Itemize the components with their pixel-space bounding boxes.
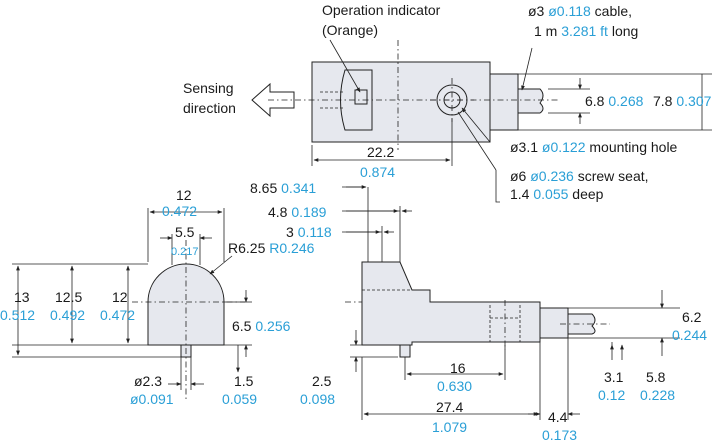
height-12-5-mm: 12.5 — [55, 289, 82, 305]
height-12-5-in: 0.492 — [50, 307, 85, 323]
pin-16-mm: 16 — [450, 360, 466, 376]
diameter-2-3-in: ø0.091 — [130, 391, 174, 407]
front-view: 12 0.472 5.5 0.217 R6.25 R0.246 13 0.512… — [0, 187, 315, 407]
top-cable-gland — [489, 73, 519, 131]
length-4-4-mm: 4.4 — [548, 409, 568, 425]
gland-3-1-mm: 3.1 — [604, 369, 624, 385]
length-22-2-mm: 22.2 — [367, 144, 394, 160]
sensing-label-2: direction — [183, 100, 236, 116]
height-12-in: 0.472 — [100, 307, 135, 323]
depth-1-5-in: 0.059 — [222, 391, 257, 407]
depth-1-5-mm: 1.5 — [234, 373, 254, 389]
top-view: Operation indicator (Orange) Sensing dir… — [183, 2, 712, 203]
length-4-4-in: 0.173 — [542, 427, 577, 443]
height-6-2-in: 0.244 — [672, 327, 707, 343]
width-5-5-in: 0.217 — [171, 246, 199, 258]
length-27-4-in: 1.079 — [432, 419, 467, 435]
height-12-mm: 12 — [112, 289, 128, 305]
sensing-direction-arrow — [251, 82, 295, 118]
side-sensor-body — [361, 261, 541, 346]
offset-8-65: 8.65 0.341 — [250, 180, 316, 196]
indicator-window — [340, 69, 373, 131]
height-13-in: 0.512 — [0, 307, 35, 323]
screw-seat-label: ø6 ø0.236 screw seat, — [510, 168, 649, 184]
cable-spec-2: 1 m 3.281 ft long — [534, 23, 638, 39]
sensing-label-1: Sensing — [183, 80, 234, 96]
indicator-color: (Orange) — [322, 22, 378, 38]
cable-spec-1: ø3 ø0.118 cable, — [528, 3, 632, 19]
pin-2-5-mm: 2.5 — [312, 373, 332, 389]
side-pin — [399, 344, 411, 358]
mounting-hole-label: ø3.1 ø0.122 mounting hole — [510, 139, 678, 155]
diameter-2-3-mm: ø2.3 — [134, 373, 162, 389]
pin-16-in: 0.630 — [437, 378, 472, 394]
height-6-5: 6.5 0.256 — [232, 318, 291, 334]
side-view: 8.65 0.341 4.8 0.189 3 0.118 6.2 0.244 2… — [250, 180, 707, 443]
width-5-5-mm: 5.5 — [175, 224, 195, 240]
offset-4-8: 4.8 0.189 — [268, 204, 327, 220]
width-12-mm: 12 — [176, 187, 192, 203]
gland-5-8-in: 0.228 — [640, 387, 675, 403]
top-sensor-body — [311, 61, 491, 143]
height-6-8: 6.8 0.268 — [585, 93, 644, 109]
top-cable — [517, 88, 544, 114]
length-22-2-in: 0.874 — [360, 164, 395, 180]
width-12-in: 0.472 — [162, 203, 197, 219]
height-13-mm: 13 — [14, 289, 30, 305]
indicator-label: Operation indicator — [322, 2, 441, 18]
gland-5-8-mm: 5.8 — [646, 369, 666, 385]
gland-3-1-in: 0.12 — [598, 387, 625, 403]
offset-3: 3 0.118 — [286, 224, 332, 240]
height-6-2-mm: 6.2 — [682, 309, 702, 325]
height-7-8: 7.8 0.307 — [653, 93, 712, 109]
pin-2-5-in: 0.098 — [300, 391, 335, 407]
radius-label: R6.25 R0.246 — [228, 240, 315, 256]
screw-seat-depth: 1.4 0.055 deep — [510, 186, 604, 202]
side-cable — [567, 313, 596, 335]
side-cable-gland — [539, 307, 569, 339]
length-27-4-mm: 27.4 — [436, 399, 463, 415]
